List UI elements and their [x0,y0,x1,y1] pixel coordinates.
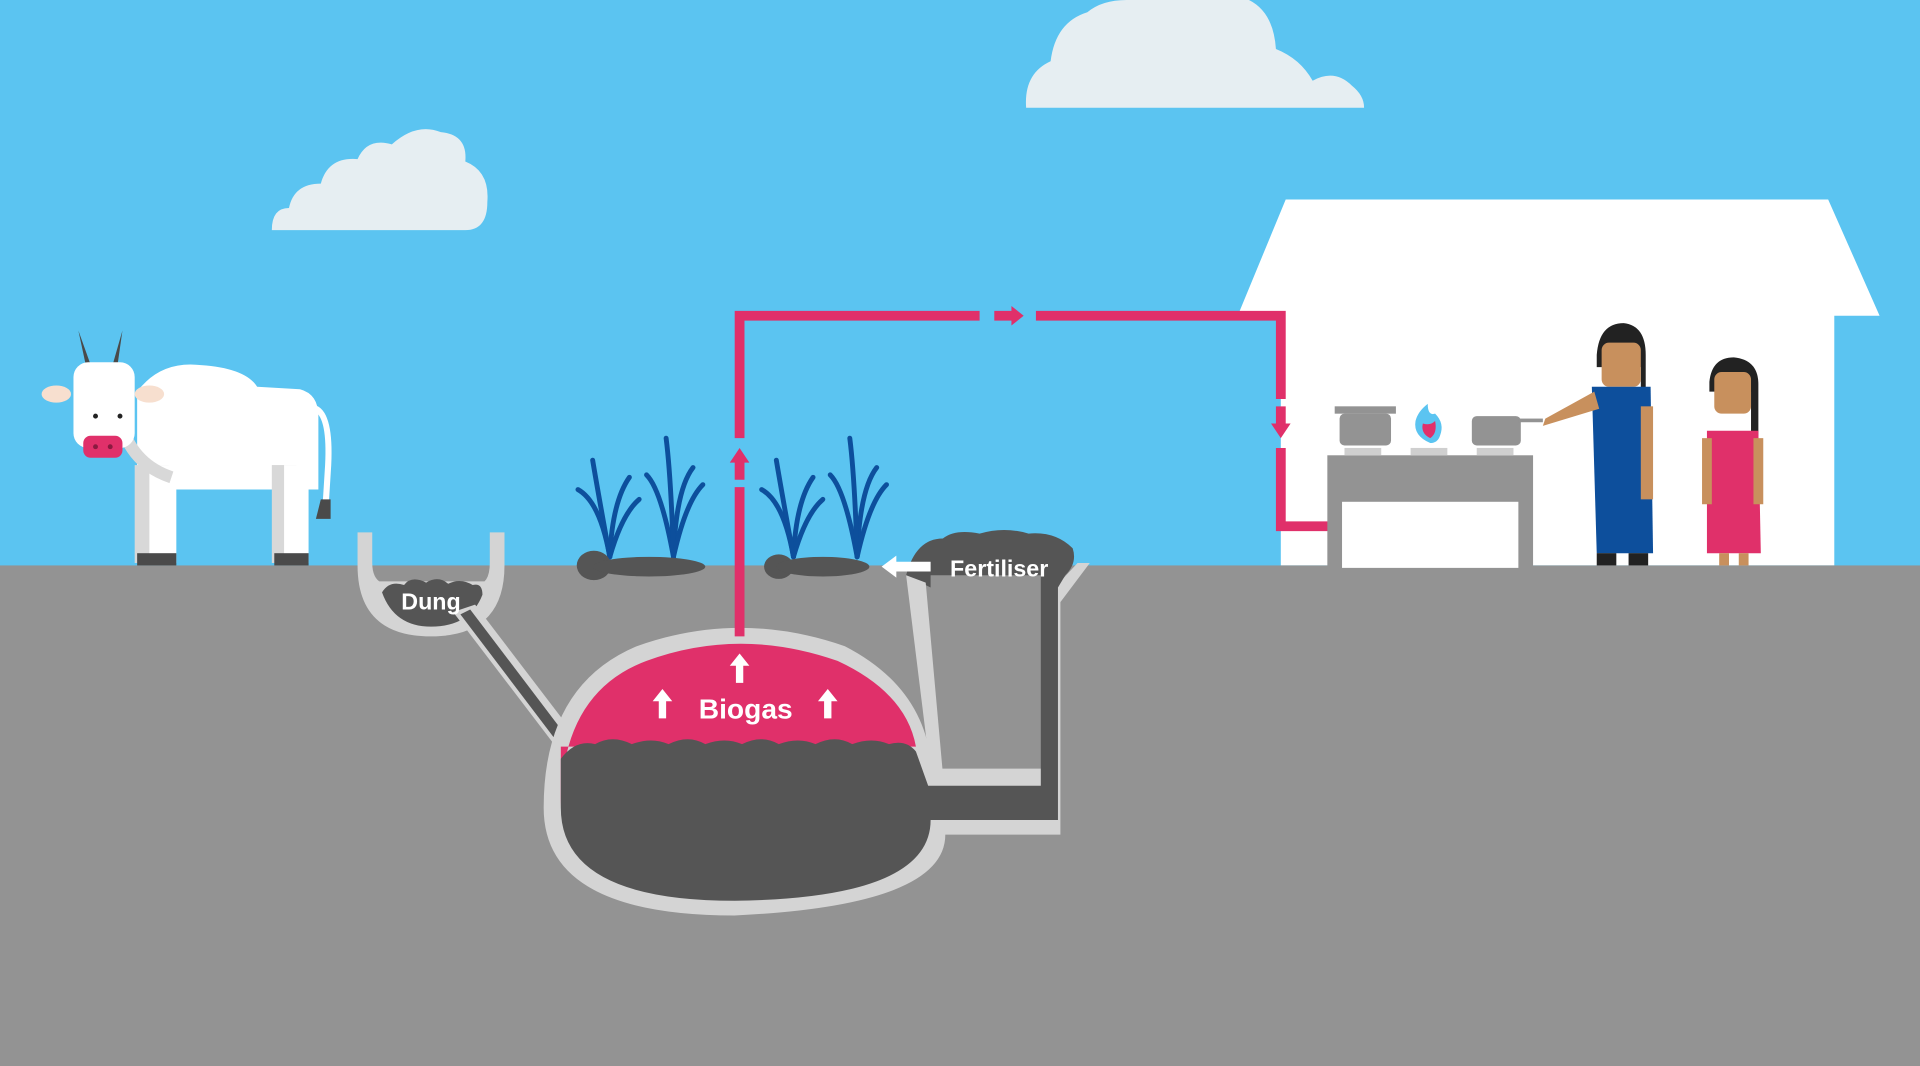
girl [1702,357,1764,566]
up-arrow-icon [652,653,838,719]
biogas-label: Biogas [699,693,793,724]
cloud-icon [1025,0,1365,108]
cloud-icon [271,129,488,231]
fertiliser-label: Fertiliser [950,555,1048,581]
cow [41,330,332,566]
crops [575,435,889,560]
dung-inlet [357,532,586,757]
dung-label: Dung [401,588,460,614]
gas-stove [1327,406,1543,568]
soil-mounds [576,550,870,581]
woman-cooking [1542,323,1654,566]
left-arrow-icon [881,555,931,578]
digester [543,529,1090,916]
flame-icon [1415,403,1442,444]
